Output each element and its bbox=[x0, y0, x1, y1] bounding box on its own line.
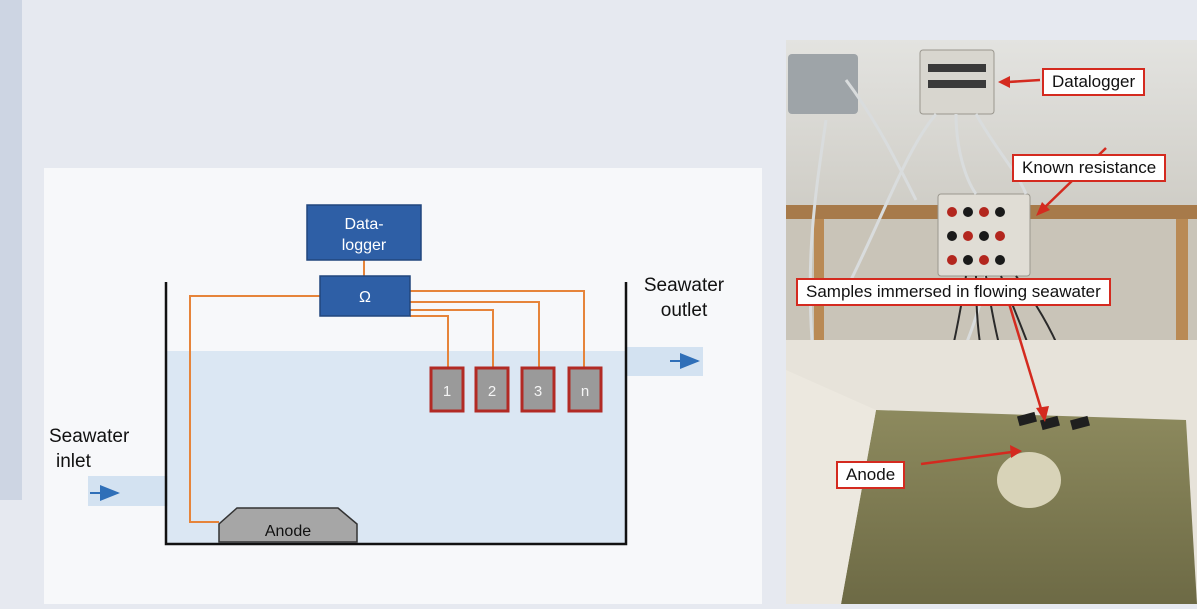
callout-samples: Samples immersed in flowing seawater bbox=[796, 278, 1111, 306]
side-strip bbox=[0, 0, 22, 500]
photo-post-left bbox=[814, 219, 824, 429]
sample-3: 3 bbox=[520, 366, 556, 413]
sample-1: 1 bbox=[429, 366, 465, 413]
photo-sample-plates bbox=[1017, 411, 1090, 431]
sample-2-label: 2 bbox=[488, 383, 496, 400]
outlet-label-line1: Seawater bbox=[644, 275, 725, 296]
photo-tank-inner-wall bbox=[786, 370, 876, 604]
wire-sample-1 bbox=[410, 315, 449, 368]
sample-1-label: 1 bbox=[443, 383, 451, 400]
datalogger-box bbox=[306, 204, 422, 261]
inlet-label-line2: inlet bbox=[56, 451, 92, 472]
anode-shape bbox=[218, 507, 358, 543]
schematic-svg: Data- logger Ω 1 2 3 n Anode Seawater ou… bbox=[49, 204, 725, 546]
setup-photo: Datalogger Known resistance Samples imme… bbox=[786, 40, 1197, 604]
callout-known-resistance: Known resistance bbox=[1012, 154, 1167, 182]
datalogger-label-line1: Data- bbox=[344, 216, 383, 233]
anode-label: Anode bbox=[265, 523, 311, 540]
inlet-label-line1: Seawater bbox=[49, 426, 130, 447]
wire-sample-n bbox=[410, 290, 585, 368]
photo-junction-box bbox=[788, 54, 858, 114]
wire-anode bbox=[189, 295, 320, 523]
photo-anode bbox=[997, 452, 1061, 508]
sample-3-label: 3 bbox=[534, 383, 542, 400]
resistor-symbol: Ω bbox=[359, 289, 371, 306]
sample-n: n bbox=[567, 366, 603, 413]
sample-2: 2 bbox=[474, 366, 510, 413]
tank-wall bbox=[164, 282, 628, 546]
outlet-label-line2: outlet bbox=[661, 300, 708, 321]
photo-tank-water bbox=[841, 410, 1197, 604]
sample-n-label: n bbox=[581, 383, 589, 400]
wire-sample-3 bbox=[410, 301, 540, 368]
datalogger-label-line2: logger bbox=[342, 237, 387, 254]
wire-sample-2 bbox=[410, 309, 494, 368]
photo-datalogger-terminals bbox=[928, 64, 986, 88]
schematic-panel: Data- logger Ω 1 2 3 n Anode Seawater ou… bbox=[44, 168, 762, 604]
photo-resistance-terminals bbox=[947, 207, 1005, 265]
callout-datalogger: Datalogger bbox=[1042, 68, 1146, 96]
setup-photo-svg bbox=[786, 40, 1197, 604]
callout-anode: Anode bbox=[836, 461, 906, 489]
wires bbox=[189, 260, 585, 523]
inlet-pipe bbox=[88, 476, 168, 506]
resistor-box bbox=[319, 275, 411, 317]
